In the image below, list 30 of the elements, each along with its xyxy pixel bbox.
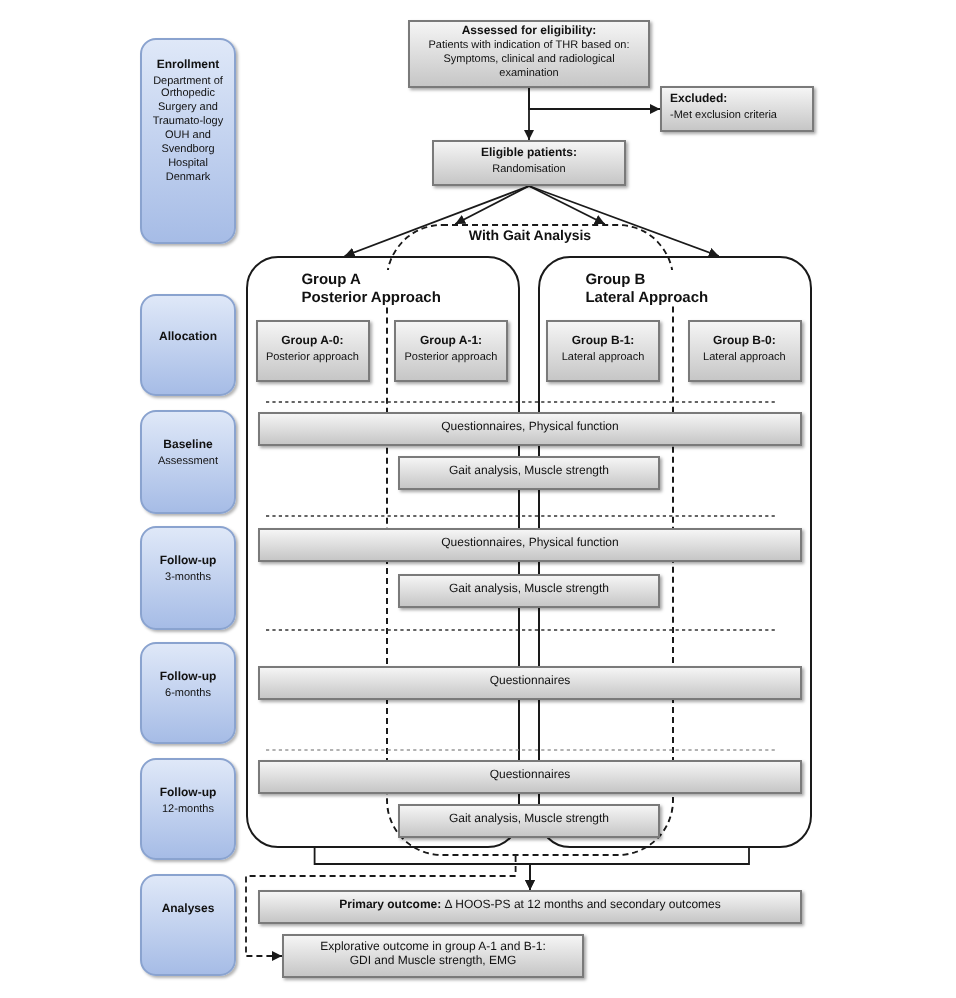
process-bar bbox=[258, 412, 802, 446]
phase-box bbox=[140, 410, 236, 514]
process-box bbox=[394, 320, 508, 382]
phase-box bbox=[140, 294, 236, 396]
phase-box bbox=[140, 526, 236, 630]
arrow bbox=[528, 87, 661, 114]
arrow bbox=[525, 847, 750, 891]
process-box bbox=[546, 320, 660, 382]
process-bar bbox=[258, 760, 802, 794]
process-bar bbox=[258, 528, 802, 562]
arrow bbox=[454, 185, 530, 225]
process-box bbox=[432, 140, 626, 186]
process-box bbox=[687, 319, 802, 382]
arrow bbox=[528, 185, 720, 258]
phase-box bbox=[140, 758, 236, 860]
process-box bbox=[282, 934, 584, 978]
phase-box bbox=[140, 38, 236, 244]
process-bar bbox=[258, 890, 802, 924]
phase-box bbox=[140, 642, 236, 744]
process-box bbox=[255, 319, 370, 382]
phase-box bbox=[140, 874, 236, 976]
process-bar bbox=[398, 804, 660, 838]
arrow bbox=[343, 185, 530, 258]
process-bar bbox=[258, 666, 802, 700]
process-bar bbox=[398, 574, 660, 608]
dashed-arrow bbox=[245, 855, 517, 961]
process-box bbox=[408, 20, 650, 88]
process-box bbox=[660, 86, 814, 132]
process-bar bbox=[398, 456, 660, 490]
arrow bbox=[528, 185, 606, 225]
